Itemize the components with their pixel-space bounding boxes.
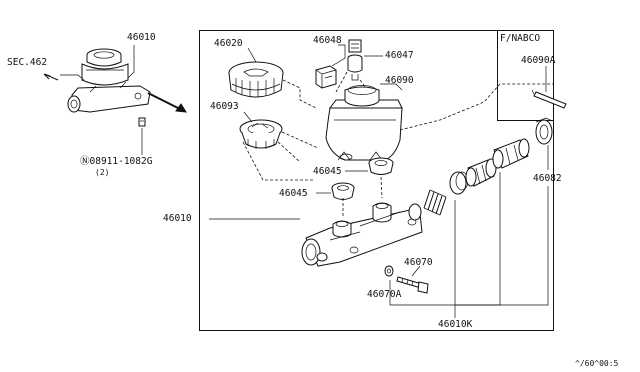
master-cylinder-body-drawing (301, 202, 423, 267)
sec-462-label: SEC.462 (7, 57, 48, 68)
reservoir-drawing (325, 85, 403, 161)
grommet-upper-drawing (368, 157, 394, 175)
grommet-lower-drawing (331, 182, 355, 200)
part-46090-label: 46090 (385, 75, 414, 86)
nut-quantity-label: (2) (95, 168, 110, 177)
part-46047-label: 46047 (385, 50, 414, 61)
washer-drawing (384, 265, 394, 277)
reservoir-cap-drawing (228, 61, 284, 98)
strainer-drawing (239, 119, 283, 149)
small-master-cylinder-drawing (67, 48, 151, 127)
part-46093-label: 46093 (210, 101, 239, 112)
part-46048-label: 46048 (313, 35, 342, 46)
part-46045-upper-label: 46045 (313, 166, 342, 177)
fnabco-inset-frame (497, 30, 554, 121)
part-46082-label: 46082 (533, 173, 562, 184)
nut-08911-1082g-label: Ⓝ08911-1082G (80, 156, 153, 167)
bolt-drawing (396, 276, 429, 294)
diagram-code-label: ^/60^00:5 (575, 359, 619, 368)
part-46010-main-label: 46010 (163, 213, 192, 224)
part-46070-label: 46070 (404, 257, 433, 268)
level-sensor-drawing (315, 65, 337, 89)
part-46010-small-label: 46010 (127, 32, 156, 43)
tube-drawing (531, 89, 567, 109)
part-46020-label: 46020 (214, 38, 243, 49)
part-46010k-label: 46010K (438, 319, 473, 330)
part-46090a-label: 46090A (521, 55, 556, 66)
piston-kit-drawing (423, 117, 553, 216)
main-frame (199, 30, 554, 331)
fnabco-label: F/NABCO (500, 33, 541, 44)
part-46070a-label: 46070A (367, 289, 402, 300)
part-46045-lower-label: 46045 (279, 188, 308, 199)
float-drawing (347, 39, 363, 81)
